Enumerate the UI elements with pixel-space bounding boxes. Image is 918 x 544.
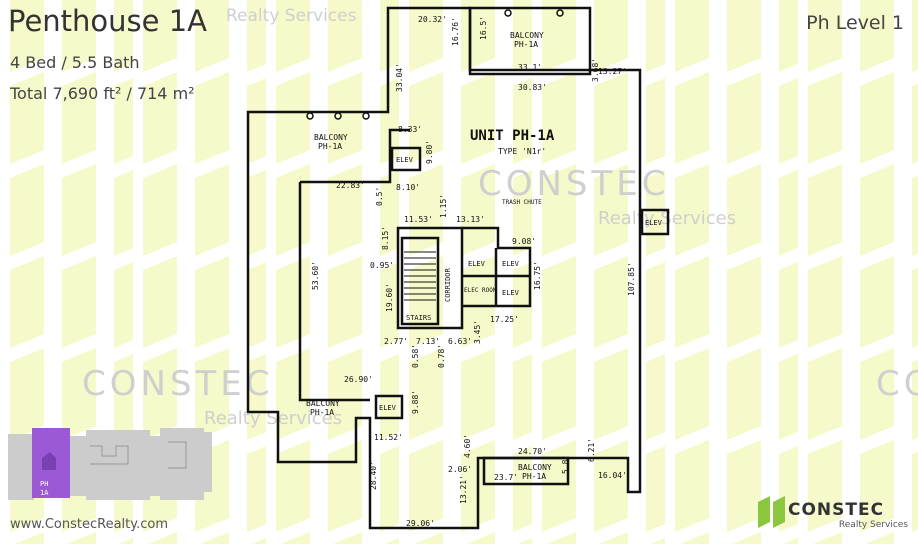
key-plan-unit-label: 1A [40,489,49,497]
balcony-rail [300,128,410,184]
balcony-label: BALCONY [314,133,348,142]
dimension-label: 1.15' [439,194,448,218]
dimension-label: 8.10' [396,183,420,192]
top-balcony [468,6,592,76]
trash-chute-label: TRASH CHUTE [502,199,542,206]
unit-title: Penthouse 1A [8,4,208,38]
balcony-label: BALCONY [518,463,552,472]
type-label: TYPE 'N1r' [498,147,546,156]
dimension-label: 30.83' [518,83,547,92]
balcony-unit: PH-1A [514,40,538,49]
balcony-unit: PH-1A [522,472,546,481]
bottom-balcony [482,456,570,486]
core-wall [462,226,532,308]
dimension-label: 0.5' [375,187,384,206]
watermark-text: CONSTEC [876,364,918,404]
exterior-wall [246,6,642,530]
key-plan-unit-label: PH [40,480,48,488]
watermark-subtext: Realty Services [226,6,357,26]
dimension-label: 23.7' [494,473,518,482]
dimension-label: 16.04' [598,471,627,480]
dimension-label: 11.53' [404,215,433,224]
core [396,226,464,330]
dimension-label: 9.88' [411,390,420,414]
elevator [374,394,404,420]
brand-name: CONSTEC [788,500,885,520]
dimension-label: 22.83' [336,181,365,190]
dimension-label: 13.21' [459,475,468,504]
total-area: Total 7,690 ft² / 714 m² [10,84,195,103]
balcony-rail [298,182,370,402]
dimension-label: 8.33' [398,125,422,134]
dimension-label: 7.13' [416,337,440,346]
elev-label: ELEV [396,156,414,164]
dimension-label: 0.95' [370,261,394,270]
dimension-label: 13.13' [456,215,485,224]
dimension-label: 3.45' [473,320,482,344]
dimension-label: 11.52' [374,433,403,442]
dimension-label: 0.58' [411,344,420,368]
dimension-label: 0.78' [437,344,446,368]
website-link[interactable]: www.ConstecRealty.com [10,517,168,532]
balcony-unit: PH-1A [310,408,334,417]
brand-logo: CONSTEC Realty Services [758,490,908,536]
brand-tagline: Realty Services [838,520,908,530]
dimension-label: 33.04' [395,63,404,92]
dimension-label: 4.60' [463,434,472,458]
dimension-label: 107.85' [627,262,636,296]
watermark-text: CONSTEC [478,164,670,204]
dimension-label: 24.70' [518,447,547,456]
elev-label: ELEV [379,404,397,412]
dimension-label: 19.60' [385,283,394,312]
dimension-label: 16.75' [533,261,542,290]
dimension-label: 9.80' [425,140,434,164]
dimension-label: 16.76' [451,17,460,46]
corridor-label: CORRIDOR [444,267,452,302]
dimension-label: 33.1' [518,63,542,72]
stairs [400,236,440,326]
elevator [640,208,670,236]
brand-mark-icon [758,496,785,528]
dimension-label: 26.90' [344,375,373,384]
stairs-label: STAIRS [406,314,431,322]
dimension-label: 3.68' [591,58,600,82]
elev-label: ELEV [502,260,520,268]
elevator [390,146,422,172]
dimension-label: 2.77' [384,337,408,346]
watermark-subtext: Realty Services [204,408,343,429]
dimension-label: 5.8' [561,455,570,474]
dimension-label: 6.63' [448,337,472,346]
unit-label: UNIT PH-1A [470,128,555,144]
dimension-label: 28.40' [369,461,378,490]
dimension-label: 9.08' [512,237,536,246]
balcony-label: BALCONY [306,399,340,408]
dimension-label: 16.5' [479,16,488,40]
dimension-label: 13.27' [598,67,627,76]
dimension-label: 17.25' [490,315,519,324]
watermark-text: CONSTEC [82,364,274,404]
elec-room-label: ELEC ROOM [464,287,497,294]
level-label: Ph Level 1 [806,12,904,34]
dimension-label: 2.06' [448,465,472,474]
elev-label: ELEV [645,219,663,227]
elev-label: ELEV [468,260,486,268]
beds-baths: 4 Bed / 5.5 Bath [10,53,140,72]
dimension-label: 29.06' [406,519,435,528]
dimension-label: 8.15' [381,226,390,250]
elev-label: ELEV [502,289,520,297]
key-plan: PH 1A [8,428,212,500]
balcony-label: BALCONY [510,31,544,40]
dimension-label: 20.32' [418,15,447,24]
balcony-unit: PH-1A [318,142,342,151]
dimension-label: 6.21' [587,438,596,462]
dimension-label: 53.60' [311,261,320,290]
